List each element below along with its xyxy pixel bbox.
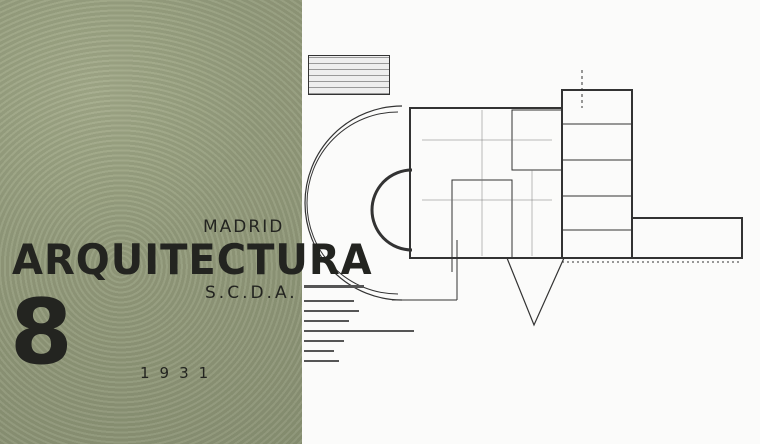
cover-city: MADRID	[203, 217, 285, 237]
floor-plan-drawing	[304, 70, 743, 362]
cover-year: 1931	[140, 364, 219, 382]
architectural-floor-plan	[302, 0, 760, 444]
magazine-cover: MADRID ARQUITECTURA S.C.D.A. 8 1931	[0, 0, 372, 444]
archive-stamp	[308, 55, 390, 95]
cover-issue-number: 8	[10, 280, 73, 385]
cover-title: ARQUITECTURA	[12, 236, 373, 285]
cover-publisher: S.C.D.A.	[205, 283, 298, 303]
